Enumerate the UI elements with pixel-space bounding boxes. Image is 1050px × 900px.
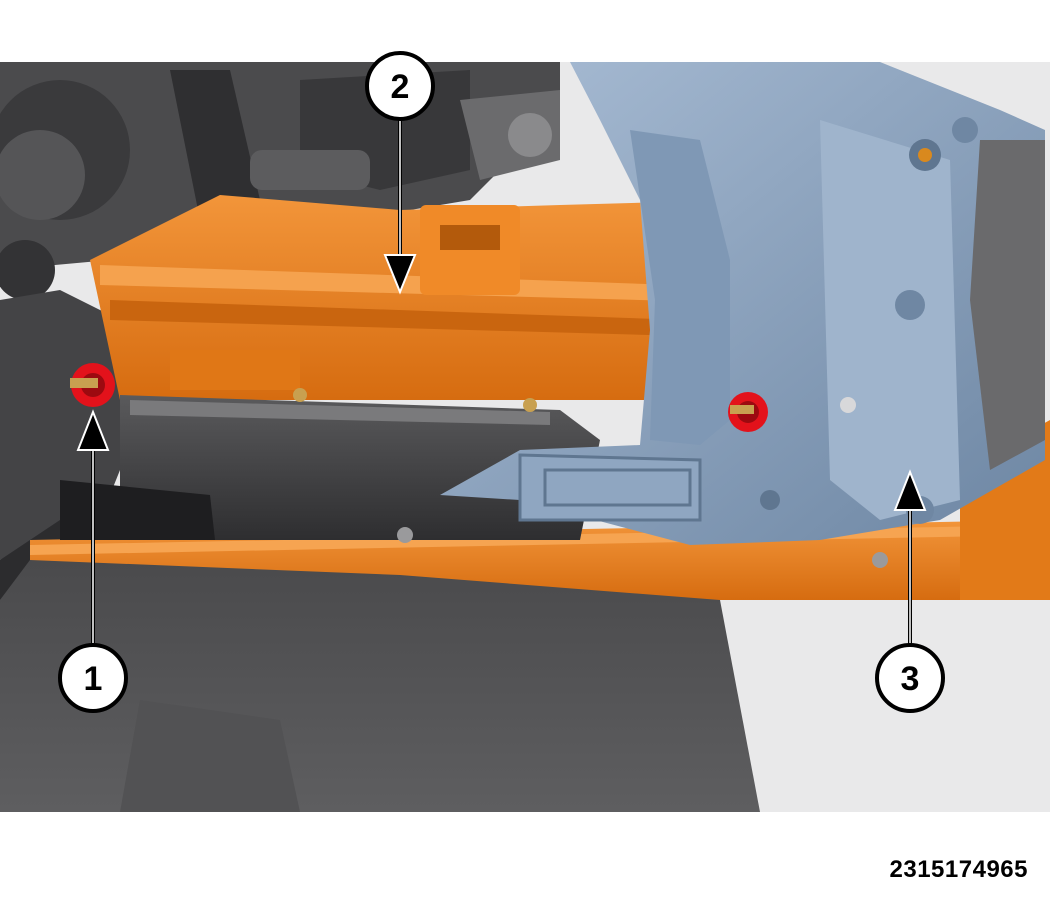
callout-1: 1 xyxy=(58,409,128,713)
arrow-icon xyxy=(383,254,417,295)
callout-label: 3 xyxy=(901,660,920,698)
support-bracket xyxy=(440,62,1045,545)
arrow-icon xyxy=(893,469,927,511)
callout-label: 2 xyxy=(391,68,410,106)
mounting-nut-left xyxy=(70,363,115,407)
mounting-nut-right xyxy=(728,392,768,432)
callout-label: 1 xyxy=(84,660,103,698)
fastener-studs xyxy=(293,388,888,568)
gray-module xyxy=(60,395,600,540)
lower-dash-panel xyxy=(0,560,760,812)
callout-circle-icon xyxy=(875,643,945,713)
callout-3: 3 xyxy=(875,469,945,713)
callout-circle-icon xyxy=(365,51,435,121)
arrow-icon xyxy=(76,409,110,451)
callout-2: 2 xyxy=(365,51,435,295)
callout-circle-icon xyxy=(58,643,128,713)
figure-id: 2315174965 xyxy=(889,856,1028,883)
